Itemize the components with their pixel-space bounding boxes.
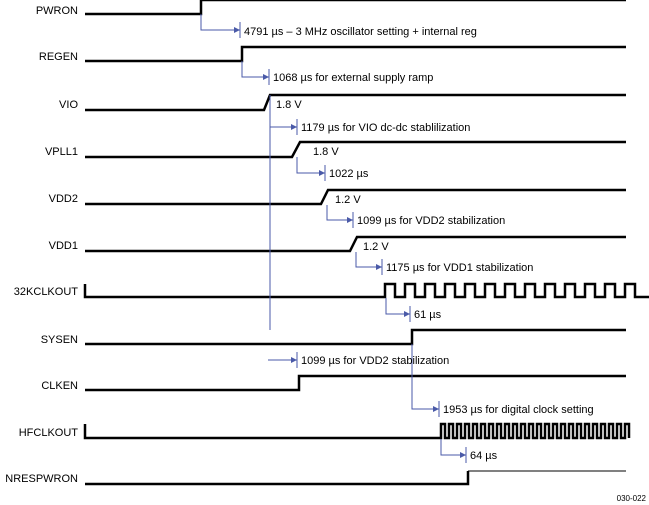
timing-marker-2 — [241, 61, 270, 85]
signal-label-sysen: SYSEN — [41, 334, 78, 346]
figure-code: 030-022 — [617, 494, 647, 503]
annotation-1179us: 1179 µs for VIO dc-dc stablilization — [301, 122, 470, 134]
signal-label-vdd1: VDD1 — [49, 240, 78, 252]
waveform-vdd2 — [85, 188, 626, 206]
waveform-clken — [85, 374, 626, 392]
timing-marker-6 — [355, 252, 383, 275]
signal-label-clken: CLKEN — [41, 380, 78, 392]
annotation-4791us: 4791 µs – 3 MHz oscillator setting + int… — [244, 26, 477, 38]
annotation-64us: 64 µs — [470, 450, 498, 462]
waveform-vio — [85, 93, 626, 112]
signal-label-vpll1: VPLL1 — [45, 146, 78, 158]
voltage-label-vpll1: 1.8 V — [313, 146, 339, 158]
signal-label-hfclkout: HFCLKOUT — [19, 427, 79, 439]
signal-label-vdd2: VDD2 — [49, 193, 78, 205]
voltage-label-vdd2: 1.2 V — [335, 194, 361, 206]
waveform-vdd1 — [85, 235, 626, 253]
signal-label-vio: VIO — [59, 99, 78, 111]
timing-marker-4 — [296, 157, 326, 181]
waveform-32kclkout — [83, 282, 649, 299]
voltage-label-vdd1: 1.2 V — [363, 241, 389, 253]
signal-label-pwron: PWRON — [36, 5, 78, 17]
annotation-1068us: 1068 µs for external supply ramp — [273, 72, 433, 84]
timing-marker-1 — [200, 14, 241, 38]
timing-marker-9 — [411, 344, 440, 417]
timing-marker-10 — [440, 439, 467, 463]
voltage-label-vio: 1.8 V — [276, 99, 302, 111]
annotation-1099us-vdd2: 1099 µs for VDD2 stabilization — [357, 215, 505, 227]
waveform-hfclkout — [83, 422, 631, 440]
timing-marker-5 — [326, 205, 354, 228]
waveform-pwron — [85, 0, 626, 16]
timing-marker-7 — [385, 298, 411, 322]
annotation-1022us: 1022 µs — [329, 168, 369, 180]
annotation-1099us-clken: 1099 µs for VDD2 stabilization — [301, 355, 449, 367]
signal-label-nrespwron: NRESPWRON — [5, 473, 78, 485]
annotation-1953us: 1953 µs for digital clock setting — [443, 404, 594, 416]
timing-marker-8 — [268, 352, 298, 368]
waveform-sysen — [85, 328, 626, 346]
signal-label-regen: REGEN — [39, 51, 78, 63]
waveform-regen — [85, 45, 626, 63]
waveform-vpll1 — [85, 140, 626, 159]
timing-marker-3 — [270, 119, 298, 135]
annotation-1175us: 1175 µs for VDD1 stabilization — [386, 262, 533, 274]
annotation-61us: 61 µs — [414, 309, 442, 321]
waveform-nrespwron — [85, 471, 470, 486]
signal-label-32kclkout: 32KCLKOUT — [14, 286, 78, 298]
